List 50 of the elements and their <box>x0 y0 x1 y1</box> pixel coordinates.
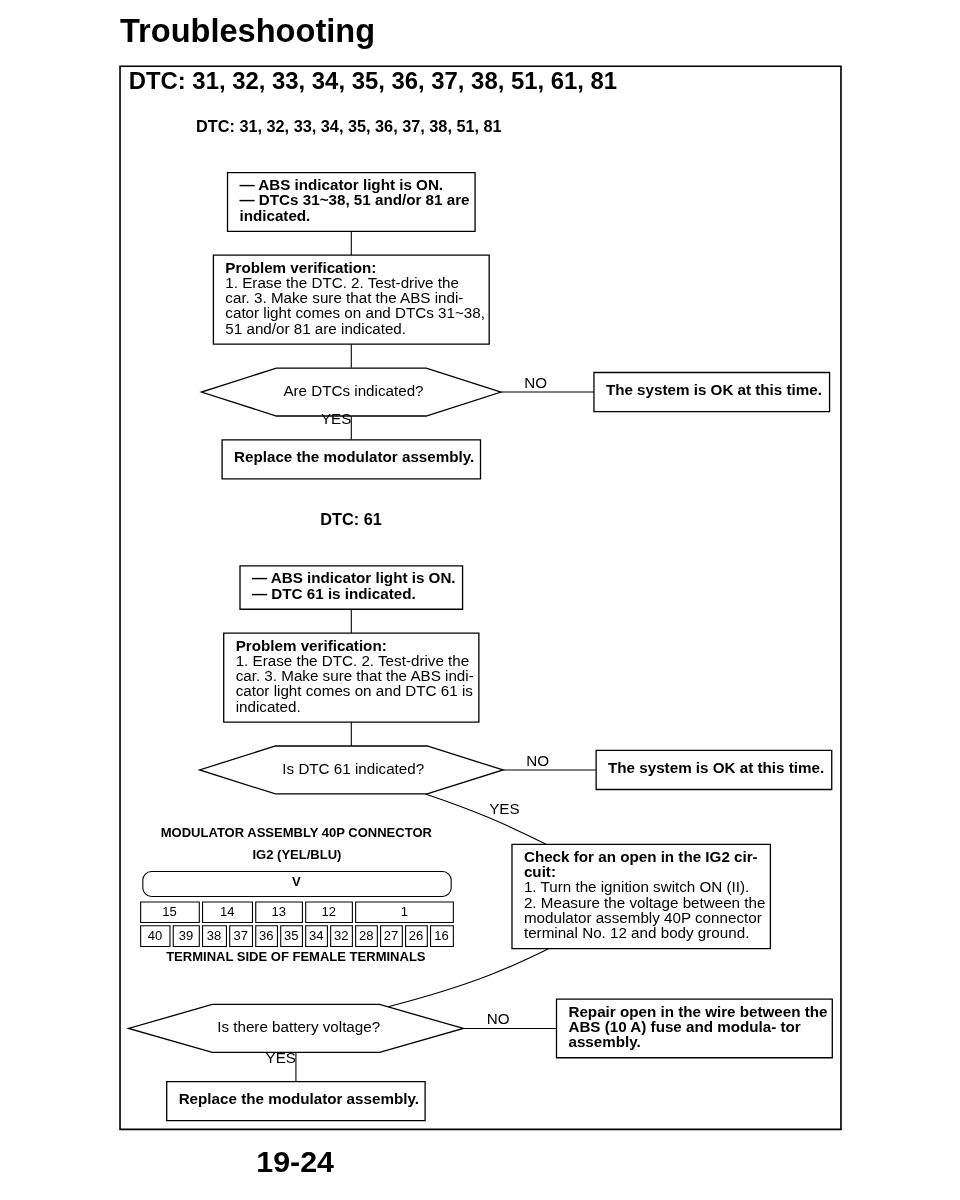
node-box: — ABS indicator light is ON. — DTCs 31~38, 51 and/or 81 are indicated. <box>226 172 476 232</box>
node-box: — ABS indicator light is ON. — DTC 61 is indicated. <box>238 565 463 610</box>
connector <box>350 415 352 441</box>
label: MODULATOR ASSEMBLY 40P CONNECTOR <box>160 825 432 841</box>
edge-label: NO <box>525 751 549 769</box>
diagram-title: Troubleshooting <box>119 13 375 50</box>
node-box: Repair open in the wire between the ABS (10 A) fuse and modula- tor assembly. <box>555 998 833 1059</box>
label: 28 <box>358 927 373 943</box>
label: 39 <box>178 927 193 943</box>
edge-label: NO <box>523 373 547 391</box>
label: 1 <box>400 903 408 919</box>
edge-label: YES <box>488 799 520 817</box>
node-box: Replace the modulator assembly. <box>220 439 481 480</box>
node-box: Problem verification: 1. Erase the DTC. 2. Test-drive the car. 3. Make sure that the ABS indi- cator light comes on and DTC 61 is indicated. <box>222 632 479 723</box>
edge-label: NO <box>486 1010 509 1028</box>
node-box: Replace the modulator assembly. <box>165 1081 426 1122</box>
label: 38 <box>206 927 221 943</box>
label: IG2 (YEL/BLU) <box>251 847 341 863</box>
label: 34 <box>308 927 323 943</box>
label: 19-24 <box>255 1144 334 1179</box>
connector <box>424 793 547 845</box>
label: 14 <box>219 903 234 919</box>
label: 26 <box>408 927 423 943</box>
label: V <box>291 874 301 890</box>
node-box: The system is OK at this time. <box>592 371 830 413</box>
node-box: Problem verification: 1. Erase the DTC. 2. Test-drive the car. 3. Make sure that the ABS indi- cator light comes on and DTCs 31~38, 51 and/or 81 are indicated. <box>212 254 490 345</box>
connector <box>350 231 352 256</box>
label: 32 <box>333 927 348 943</box>
connector <box>350 343 352 369</box>
label: 12 <box>320 903 336 919</box>
connector <box>294 1052 296 1082</box>
label: DTC: 31, 32, 33, 34, 35, 36, 37, 38, 51, 81 <box>195 116 502 135</box>
connector <box>350 721 352 747</box>
label: 36 <box>258 927 273 943</box>
node-box: The system is OK at this time. <box>595 749 832 791</box>
label: 37 <box>232 927 248 943</box>
connector <box>350 608 352 634</box>
label: 35 <box>283 927 298 943</box>
label: 40 <box>147 927 162 943</box>
label: DTC: 61 <box>319 510 382 529</box>
label: 15 <box>161 903 177 919</box>
connector <box>387 948 549 1008</box>
connector <box>462 1027 557 1029</box>
label: TERMINAL SIDE OF FEMALE TERMINALS <box>165 949 426 965</box>
connector <box>502 769 596 771</box>
label: 13 <box>270 903 286 919</box>
label: 27 <box>383 927 398 943</box>
label: 16 <box>433 927 449 943</box>
node-box: Check for an open in the IG2 cir- cuit: 1. Turn the ignition switch ON (II). 2. Measure the voltage between the modulator assembly 40P connector terminal No. 12 and body ground. <box>510 843 771 950</box>
connector <box>500 391 594 393</box>
